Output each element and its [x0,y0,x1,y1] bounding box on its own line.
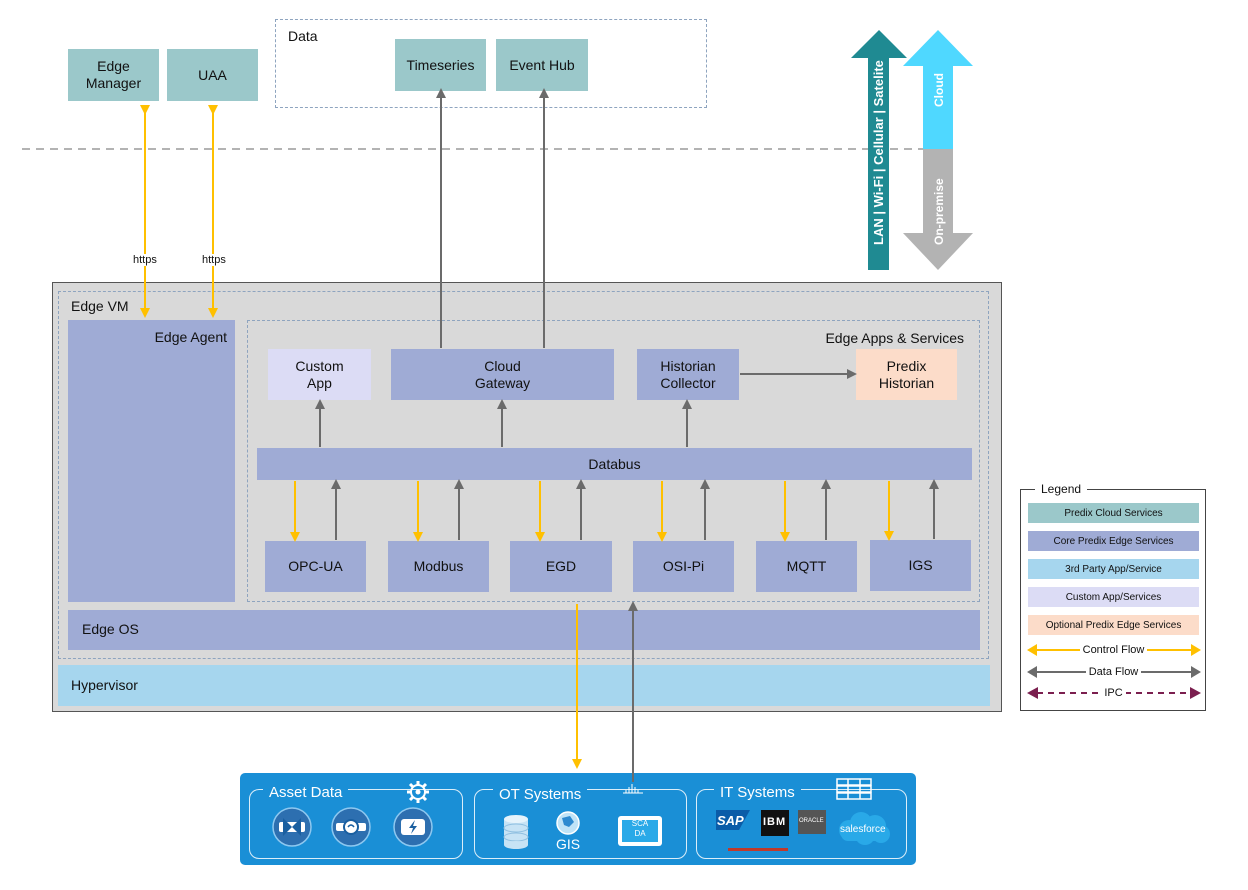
valve-icon [272,807,312,847]
timeseries-box: Timeseries [395,39,486,91]
adapter-opc-ua: OPC-UA [265,541,366,592]
cloud-gateway-box: Cloud Gateway [391,349,614,400]
scada-label: SCA DA [631,819,649,838]
event-hub-box: Event Hub [496,39,588,91]
adapter-osi-pi: OSI-Pi [633,541,734,592]
edge-agent-label: Edge Agent [154,329,227,345]
legend-item-cloud: Predix Cloud Services [1028,503,1199,523]
adapter-igs: IGS [870,540,971,591]
edge-apps-services-group: Edge Apps & Services [247,320,980,602]
database-icon [503,815,529,849]
gear-icon [407,781,429,803]
cloud-arrow [903,30,973,149]
power-icon [393,807,433,847]
legend-item-optional: Optional Predix Edge Services [1028,615,1199,635]
legend-ipc: IPC [1028,684,1199,702]
historian-collector-box: Historian Collector [637,349,739,400]
legend-item-custom: Custom App/Services [1028,587,1199,607]
antenna-icon [623,784,643,794]
legend-ipc-label: IPC [1101,687,1126,699]
legend-data-flow-label: Data Flow [1085,666,1142,678]
adapter-modbus: Modbus [388,541,489,592]
salesforce-label: salesforce [840,824,886,835]
on-premise-arrow [903,149,973,270]
salesforce-logo [839,812,890,845]
gis-icon [556,811,580,835]
legend: Legend Predix Cloud Services Core Predix… [1020,482,1206,711]
ibm-logo [761,810,789,836]
https-label-2: https [200,254,228,266]
sap-logo [716,810,750,830]
it-systems-title: IT Systems [714,784,801,801]
predix-historian-box: Predix Historian [856,349,957,400]
custom-app-box: Custom App [268,349,371,400]
network-arrow [851,30,907,270]
source-icons [272,778,890,851]
uaa-box: UAA [167,49,258,101]
legend-data-flow: Data Flow [1028,663,1199,681]
adapter-mqtt: MQTT [756,541,857,592]
oracle-logo [798,810,826,834]
data-group: Data [275,19,707,108]
adapter-flows [290,479,939,542]
edge-os-label: Edge OS [82,621,139,637]
partner-strip [728,848,788,851]
it-systems-panel [696,789,907,859]
data-group-label: Data [288,28,318,44]
on-premise-arrow-label: On-premise [932,178,946,245]
server-rack-icon [836,778,872,800]
legend-control-flow-label: Control Flow [1079,644,1148,656]
edge-apps-services-label: Edge Apps & Services [825,330,964,346]
legend-control-flow: Control Flow [1028,641,1199,659]
sap-label: SAP [717,813,744,828]
source-systems-band: Asset Data OT Systems IT Systems [240,773,916,865]
scada-icon [618,816,662,846]
oracle-label: ORACLE [799,818,824,824]
asset-data-panel [249,789,463,859]
edge-agent-box: Edge Agent [68,320,235,602]
edge-vm-dashed-area [58,291,989,659]
edge-os-bar: Edge OS [68,610,980,650]
cloud-arrow-label: Cloud [932,73,946,107]
meter-icon [331,807,371,847]
edge-manager-box: Edge Manager [68,49,159,101]
edge-vm-label: Edge VM [71,298,129,314]
adapter-egd: EGD [510,541,612,592]
ot-systems-title: OT Systems [493,786,588,803]
network-arrow-label: LAN | Wi-Fi | Cellular | Satelite [871,60,886,245]
legend-item-third-party: 3rd Party App/Service [1028,559,1199,579]
legend-item-core: Core Predix Edge Services [1028,531,1199,551]
legend-title: Legend [1035,482,1088,496]
asset-data-title: Asset Data [263,784,349,801]
hypervisor-bar: Hypervisor [58,665,990,706]
gis-label: GIS [556,836,581,852]
hypervisor-label: Hypervisor [71,677,138,693]
databus-bar: Databus [257,448,972,480]
https-label-1: https [131,254,159,266]
ibm-label: IBM [763,816,787,828]
